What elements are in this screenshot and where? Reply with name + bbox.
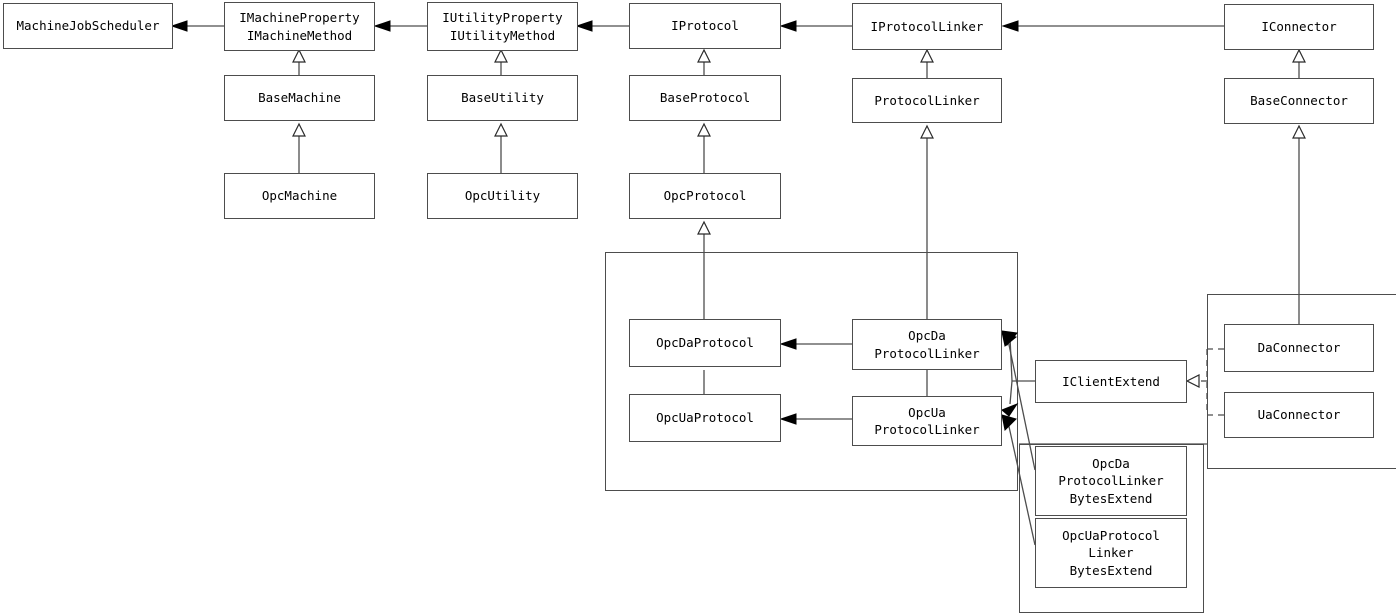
- class-box-machine-job-scheduler[interactable]: MachineJobScheduler: [3, 3, 173, 49]
- class-box-opc-ua-protocol-linker[interactable]: OpcUa ProtocolLinker: [852, 396, 1002, 446]
- class-box-iclient-extend[interactable]: IClientExtend: [1035, 360, 1187, 403]
- class-box-opc-utility[interactable]: OpcUtility: [427, 173, 578, 219]
- class-box-da-connector[interactable]: DaConnector: [1224, 324, 1374, 372]
- package-protocol-group: [605, 252, 1018, 491]
- class-box-base-connector[interactable]: BaseConnector: [1224, 78, 1374, 124]
- package-connector-group: [1207, 294, 1396, 469]
- class-box-opc-protocol[interactable]: OpcProtocol: [629, 173, 781, 219]
- class-box-opc-da-protocol-linker[interactable]: OpcDa ProtocolLinker: [852, 319, 1002, 370]
- class-box-base-machine[interactable]: BaseMachine: [224, 75, 375, 121]
- class-box-protocol-linker[interactable]: ProtocolLinker: [852, 78, 1002, 123]
- class-box-base-utility[interactable]: BaseUtility: [427, 75, 578, 121]
- class-box-iutility-property[interactable]: IUtilityProperty IUtilityMethod: [427, 2, 578, 51]
- class-box-iprotocol-linker[interactable]: IProtocolLinker: [852, 3, 1002, 50]
- class-box-iprotocol[interactable]: IProtocol: [629, 3, 781, 49]
- class-box-opc-da-protocol-linker-bytes-extend[interactable]: OpcDa ProtocolLinker BytesExtend: [1035, 446, 1187, 516]
- class-box-imachine-property[interactable]: IMachineProperty IMachineMethod: [224, 2, 375, 51]
- class-box-iconnector[interactable]: IConnector: [1224, 4, 1374, 50]
- class-box-opc-ua-protocol[interactable]: OpcUaProtocol: [629, 394, 781, 442]
- class-box-opc-ua-protocol-linker-bytes-extend[interactable]: OpcUaProtocol Linker BytesExtend: [1035, 518, 1187, 588]
- class-box-base-protocol[interactable]: BaseProtocol: [629, 75, 781, 121]
- class-box-ua-connector[interactable]: UaConnector: [1224, 392, 1374, 438]
- class-box-opc-da-protocol[interactable]: OpcDaProtocol: [629, 319, 781, 367]
- class-box-opc-machine[interactable]: OpcMachine: [224, 173, 375, 219]
